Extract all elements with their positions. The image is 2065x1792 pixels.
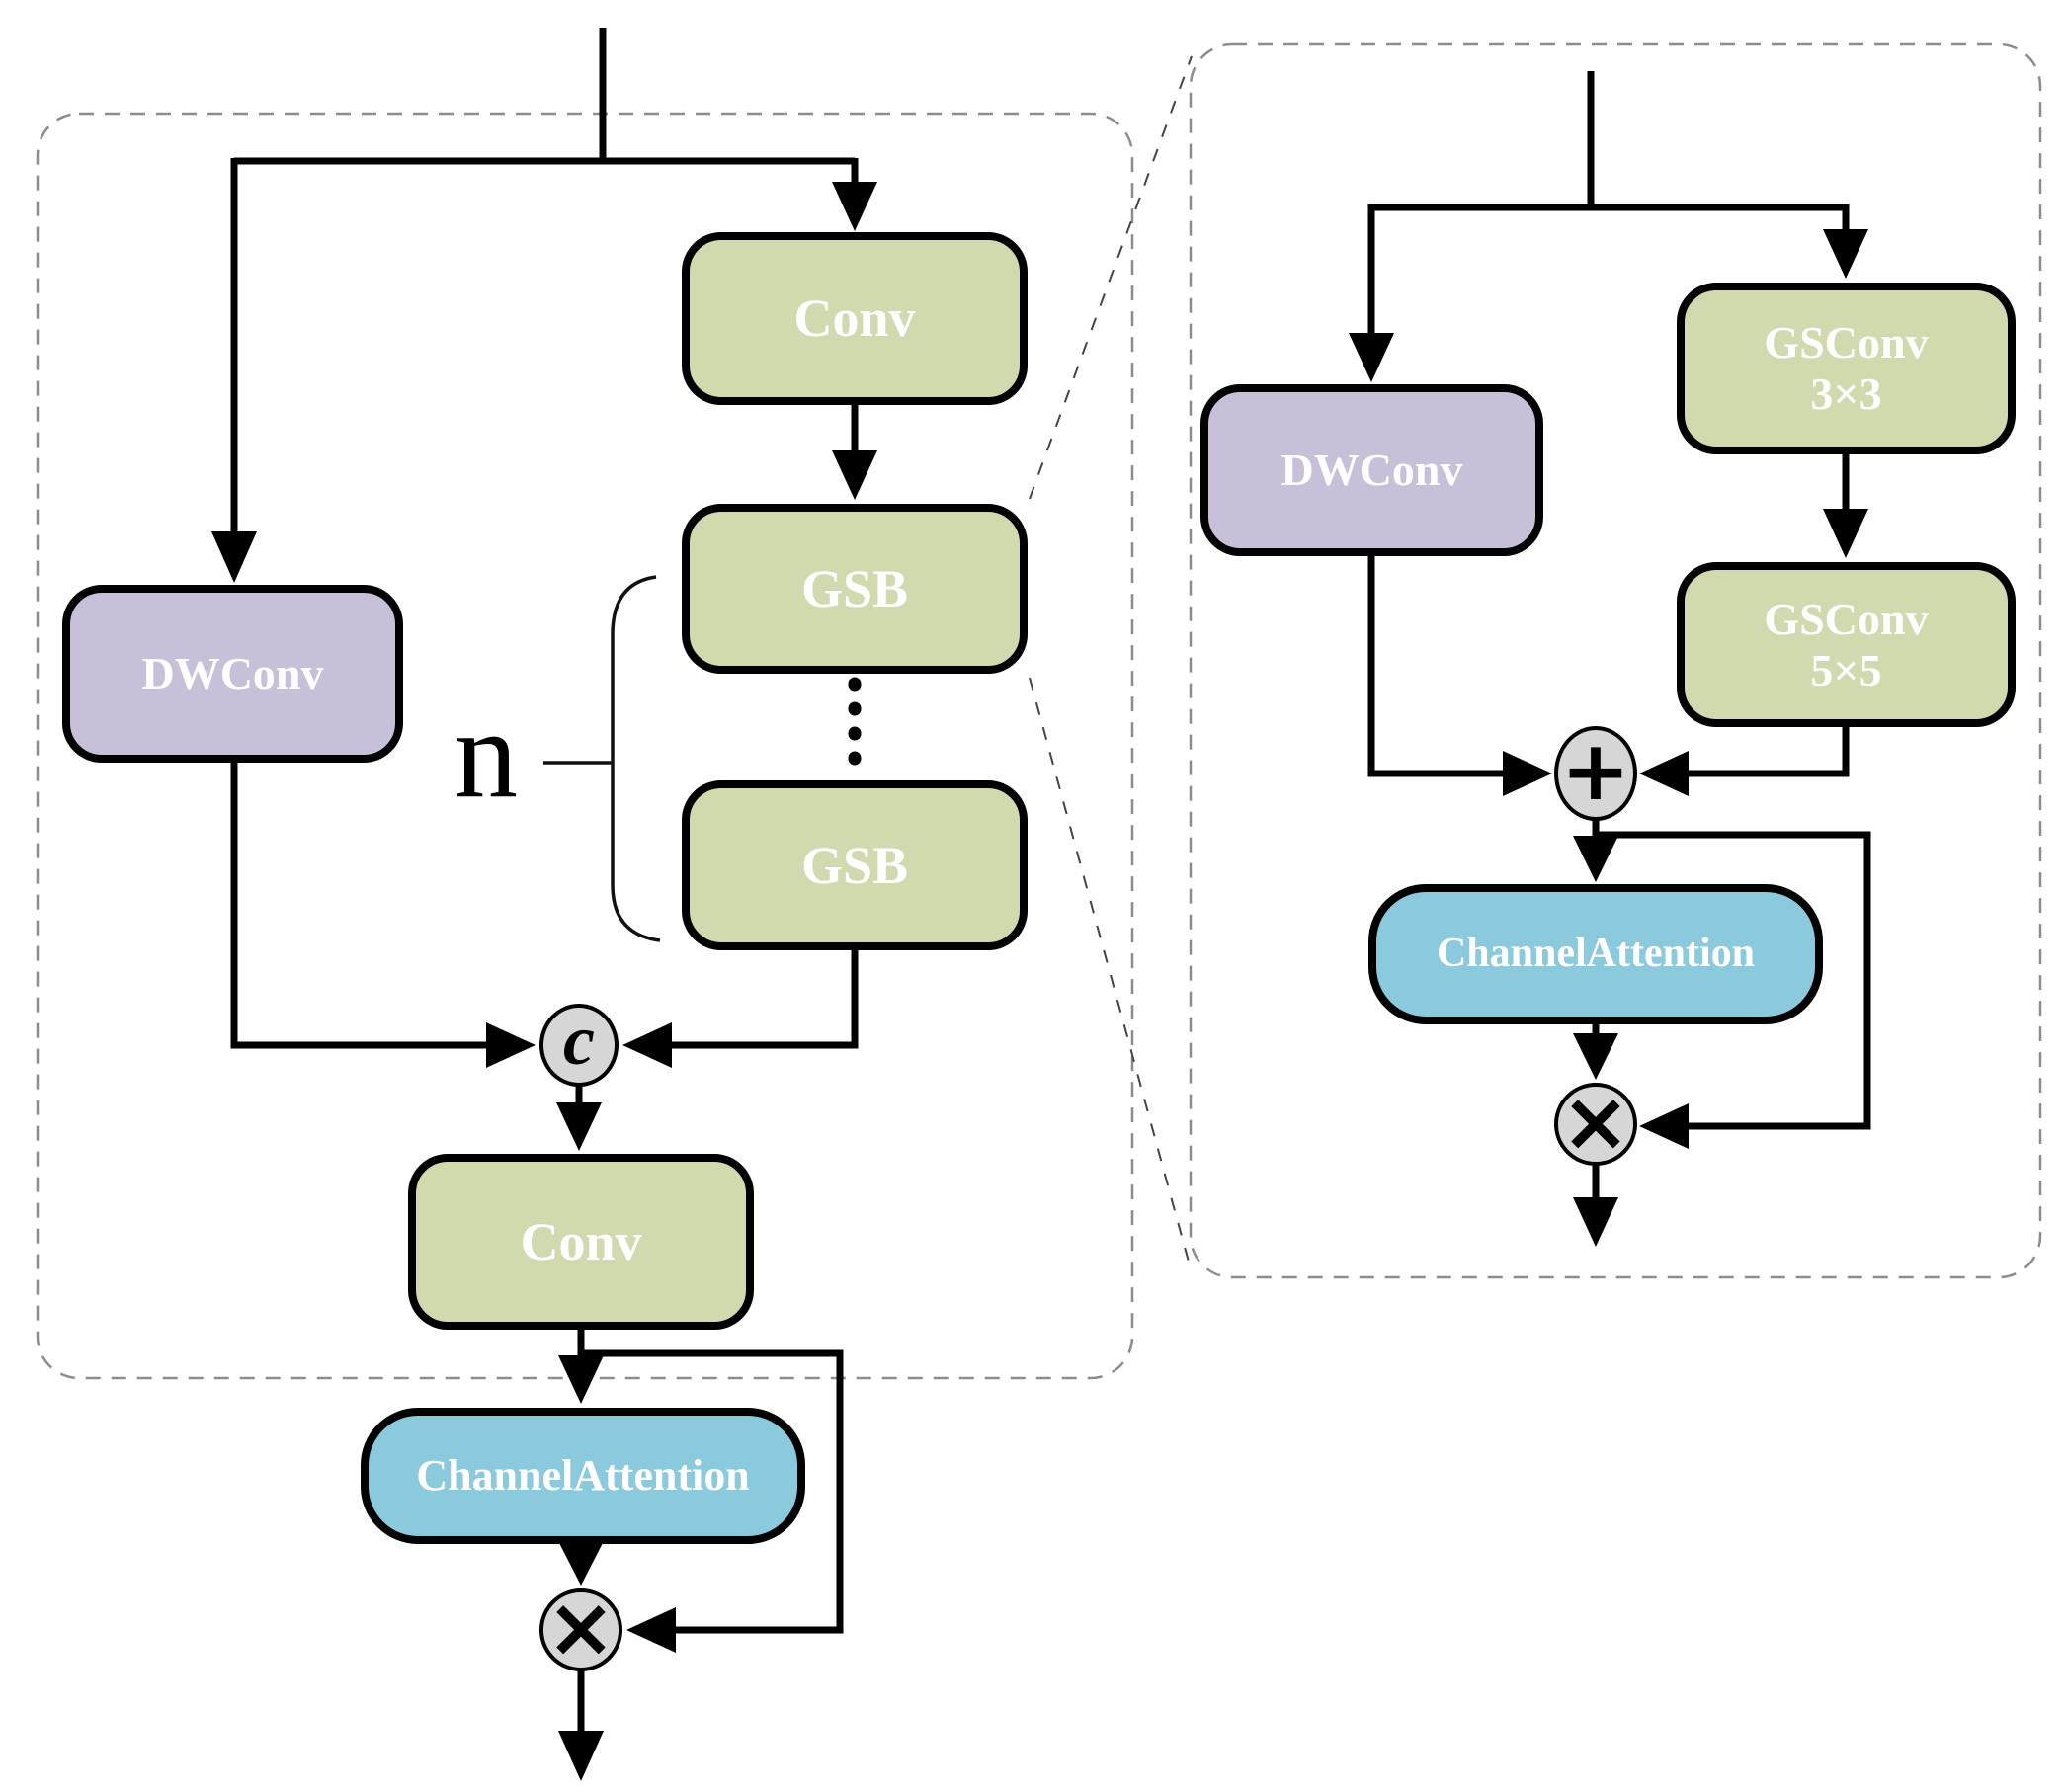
node-gsb-2-label: GSB <box>800 835 909 895</box>
arrowheads <box>211 182 1868 1781</box>
node-gsconv-5x5: GSConv 5×5 <box>1677 562 2016 727</box>
concat-icon: c <box>539 1001 619 1087</box>
concat-symbol: c <box>563 1000 595 1080</box>
right-flow-lines <box>1367 71 1871 1199</box>
node-gsconv-3x3: GSConv 3×3 <box>1677 283 2016 454</box>
node-gsconv-5x5-line2: 5×5 <box>1810 644 1882 695</box>
node-gsb-2: GSB <box>682 780 1028 950</box>
multiply-symbol-right: × <box>1560 1073 1631 1170</box>
left-flow-lines <box>230 28 859 1733</box>
multiply-icon-left: × <box>539 1579 622 1675</box>
multiply-icon-right: × <box>1554 1073 1637 1170</box>
node-gsb-1-label: GSB <box>800 558 909 618</box>
node-conv-top: Conv <box>682 232 1028 405</box>
add-icon: + <box>1554 722 1637 821</box>
repeat-count-label: n <box>454 683 518 824</box>
node-channel-attention-right: ChannelAttention <box>1368 884 1823 1024</box>
repeat-brace <box>543 575 661 942</box>
node-dwconv-left: DWConv <box>62 585 403 763</box>
node-gsb-1: GSB <box>682 504 1028 674</box>
multiply-symbol-left: × <box>545 1579 617 1675</box>
add-symbol: + <box>1560 722 1631 819</box>
node-gsconv-3x3-line2: 3×3 <box>1810 368 1882 419</box>
node-conv-bottom: Conv <box>408 1154 754 1330</box>
zoom-link-lines <box>1029 55 1193 1273</box>
node-conv-top-label: Conv <box>793 288 916 349</box>
node-dwconv-left-label: DWConv <box>141 648 324 699</box>
node-channel-attention-left: ChannelAttention <box>361 1408 805 1544</box>
node-channel-attention-left-label: ChannelAttention <box>416 1451 750 1501</box>
node-dwconv-right-label: DWConv <box>1280 445 1463 496</box>
node-gsconv-3x3-line1: GSConv <box>1764 317 1929 368</box>
node-channel-attention-right-label: ChannelAttention <box>1436 931 1756 977</box>
node-dwconv-right: DWConv <box>1200 384 1543 556</box>
node-gsconv-5x5-line1: GSConv <box>1764 593 1929 644</box>
right-module-boundary <box>1189 42 2042 1279</box>
node-conv-bottom-label: Conv <box>520 1211 642 1271</box>
